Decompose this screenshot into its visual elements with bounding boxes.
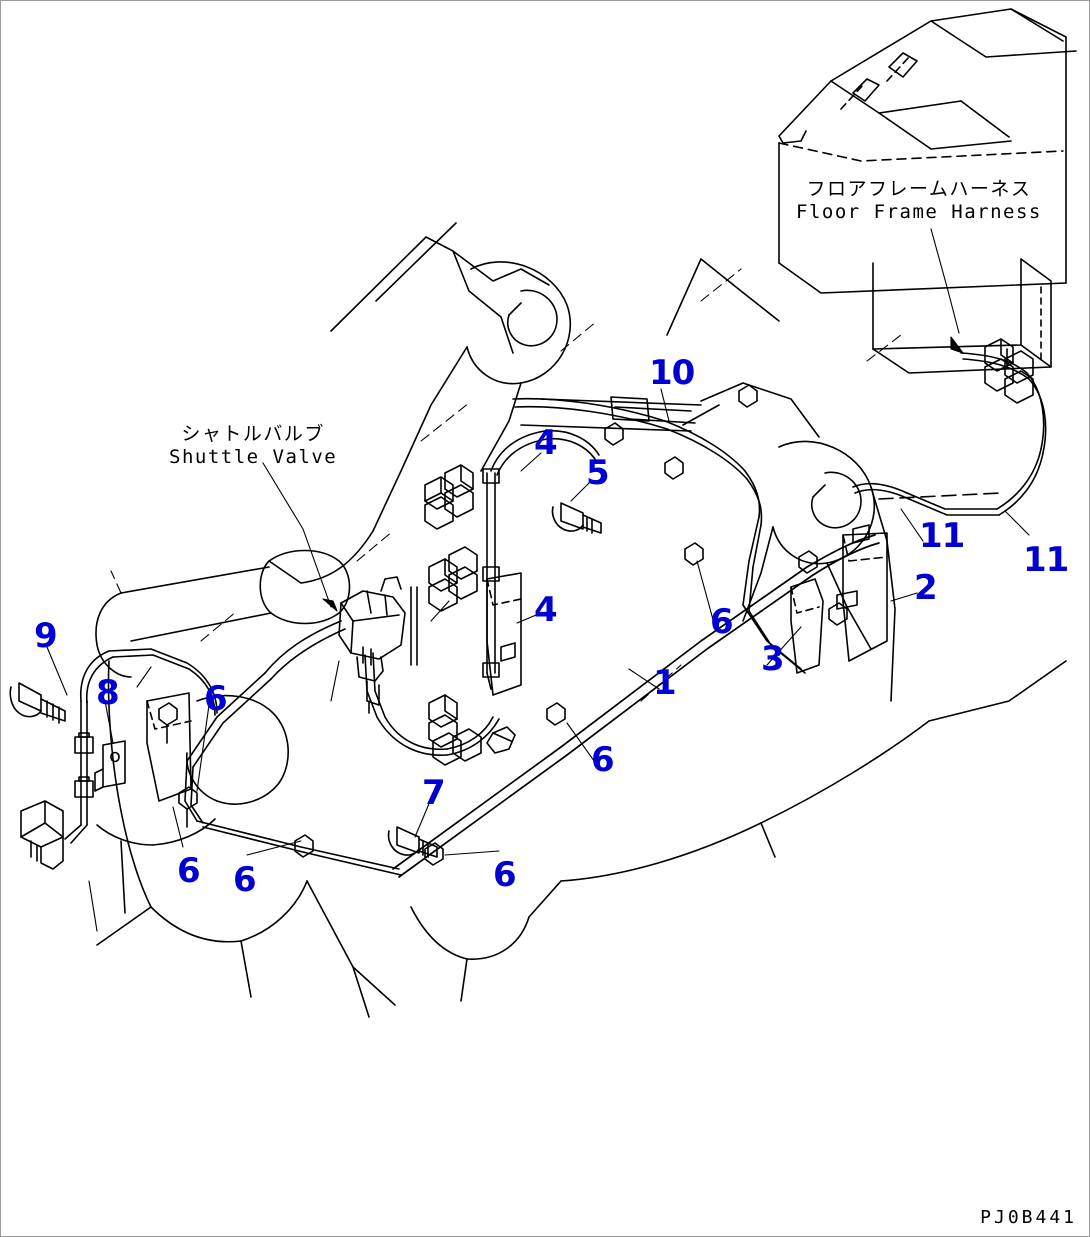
clamp-6-a xyxy=(158,702,178,744)
harness-cab-connection xyxy=(666,258,1047,516)
callout-2[interactable]: 2 xyxy=(914,568,938,608)
boom-arm-outline xyxy=(95,222,1067,1018)
clamp-6-e xyxy=(546,702,566,726)
clamp-6-k xyxy=(738,384,758,408)
annotation-floor-frame-harness-jp: フロアフレームハーネス xyxy=(806,178,1032,200)
clamp-6-g xyxy=(798,550,818,574)
annotation-floor-frame-harness-en: Floor Frame Harness xyxy=(796,201,1042,223)
bolt-5 xyxy=(551,502,602,534)
connector-pair-mid-valve xyxy=(428,546,478,612)
callout-3[interactable]: 3 xyxy=(761,639,785,679)
callout-1[interactable]: 1 xyxy=(653,663,677,703)
callout-6-right[interactable]: 6 xyxy=(710,602,734,642)
hose-4-arc xyxy=(490,429,600,476)
clamp-6-d xyxy=(424,842,444,866)
bracket-2 xyxy=(836,524,888,662)
clamp-6-i xyxy=(604,422,624,446)
callout-7[interactable]: 7 xyxy=(422,773,446,813)
grommet-left-b xyxy=(74,776,94,798)
bolt-7 xyxy=(387,826,438,858)
callout-10[interactable]: 10 xyxy=(649,353,695,393)
connector-pair-cab xyxy=(984,338,1034,404)
callout-4-lower[interactable]: 4 xyxy=(534,590,558,630)
clamp-6-c xyxy=(294,834,314,858)
annotation-shuttle-valve-en: Shuttle Valve xyxy=(169,446,338,468)
connector-pair-upper-valve xyxy=(424,464,474,530)
connector-pair-lower xyxy=(428,694,482,766)
bracket-8 xyxy=(94,740,126,792)
clamp-6-f xyxy=(684,542,704,566)
connector-left-lower xyxy=(20,800,64,870)
callout-6-center[interactable]: 6 xyxy=(591,740,615,780)
clamp-6-b xyxy=(178,786,198,828)
harness-left-branch xyxy=(64,620,500,876)
callout-8[interactable]: 8 xyxy=(96,673,120,713)
clamp-6-l xyxy=(486,726,516,754)
annotation-shuttle-valve-jp: シャトルバルブ xyxy=(181,423,325,445)
floor-frame-structure xyxy=(778,8,1077,374)
bracket-3 xyxy=(790,578,824,674)
callout-11-left[interactable]: 11 xyxy=(919,516,965,556)
tube-4-vertical xyxy=(482,468,500,690)
detail-lines xyxy=(88,268,902,932)
callout-9[interactable]: 9 xyxy=(34,616,58,656)
leader-lines xyxy=(46,228,1030,856)
callout-6-lowcenter[interactable]: 6 xyxy=(493,855,517,895)
annotation-floor-frame-harness: フロアフレームハーネス Floor Frame Harness xyxy=(796,174,1042,223)
grommet-left-a xyxy=(74,732,94,754)
annotation-shuttle-valve: シャトルバルブ Shuttle Valve xyxy=(169,419,337,468)
callout-6-lowleft[interactable]: 6 xyxy=(177,851,201,891)
bolt-9 xyxy=(9,682,66,724)
callout-4-upper[interactable]: 4 xyxy=(534,423,558,463)
callout-5[interactable]: 5 xyxy=(586,453,610,493)
harness-main-line xyxy=(392,534,880,878)
bracket-left-panel xyxy=(146,692,192,802)
drawing-number: PJ0B441 xyxy=(980,1207,1077,1228)
callout-6-midleft[interactable]: 6 xyxy=(204,679,228,719)
shuttle-valve-body xyxy=(338,576,406,714)
clamp-6-h xyxy=(828,602,848,626)
harness-boom-top xyxy=(512,397,806,674)
callout-6-lowleft2[interactable]: 6 xyxy=(233,860,257,900)
tube-left-vertical xyxy=(410,586,418,666)
clamp-6-j xyxy=(664,456,684,480)
callout-11-right[interactable]: 11 xyxy=(1023,540,1069,580)
